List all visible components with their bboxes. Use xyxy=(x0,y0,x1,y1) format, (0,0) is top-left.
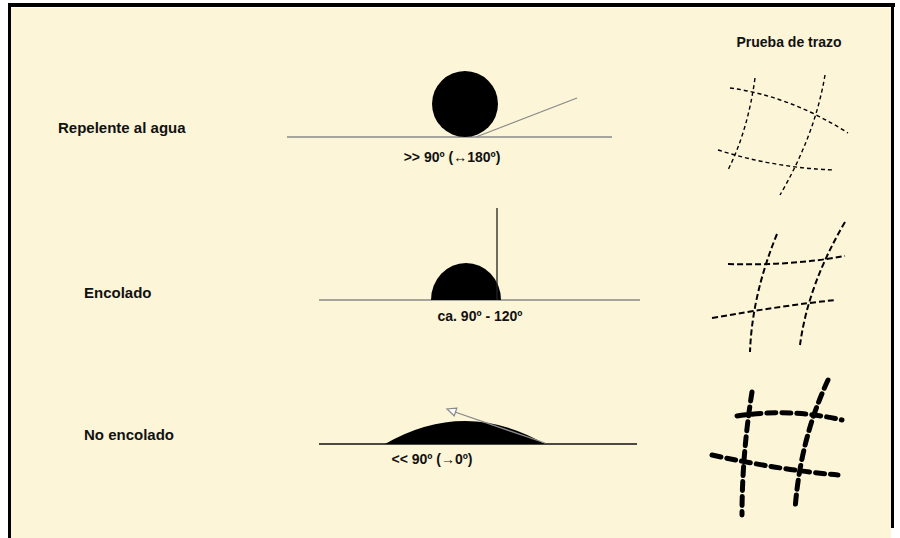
frame-left xyxy=(8,3,11,538)
arrow-head xyxy=(447,408,457,416)
stroke-line xyxy=(728,78,755,170)
stroke-line xyxy=(737,413,842,420)
angle-label: << 90º (→0º) xyxy=(391,451,472,467)
label-slot: Encolado xyxy=(84,284,152,302)
stroke-test-blotchy xyxy=(712,380,842,515)
frame-top xyxy=(8,3,895,7)
water-drop xyxy=(432,71,498,137)
row-label: No encolado xyxy=(84,426,174,443)
background-panel xyxy=(11,8,891,538)
row-label: Encolado xyxy=(84,284,152,301)
label-slot: No encolado xyxy=(84,426,174,444)
label-slot: << 90º (→0º) xyxy=(391,450,472,468)
stroke-line xyxy=(742,392,752,515)
label-slot: Repelente al agua xyxy=(58,119,186,137)
tangent-line xyxy=(496,208,497,300)
angle-label: >> 90º (↔180º) xyxy=(404,149,501,165)
stroke-test-medium xyxy=(712,222,845,352)
label-slot: ca. 90º - 120º xyxy=(438,307,523,325)
row-label: Repelente al agua xyxy=(58,119,186,136)
stroke-line xyxy=(800,222,845,345)
stroke-line xyxy=(750,234,777,352)
stroke-line xyxy=(730,88,848,133)
label-slot: Prueba de trazo xyxy=(736,33,841,51)
angle-label: ca. 90º - 120º xyxy=(438,308,523,324)
surface-line xyxy=(287,136,612,138)
column-heading: Prueba de trazo xyxy=(736,34,841,50)
water-drop xyxy=(431,263,501,300)
stroke-line xyxy=(795,380,828,510)
tangent-line xyxy=(476,98,577,137)
label-slot: >> 90º (↔180º) xyxy=(404,148,501,166)
water-drop xyxy=(385,421,545,444)
stroke-line xyxy=(712,455,838,475)
frame-right xyxy=(891,3,894,528)
stroke-line xyxy=(780,75,825,195)
stroke-test-fine xyxy=(718,75,848,195)
tangent-line xyxy=(452,411,545,443)
stroke-line xyxy=(712,300,835,318)
